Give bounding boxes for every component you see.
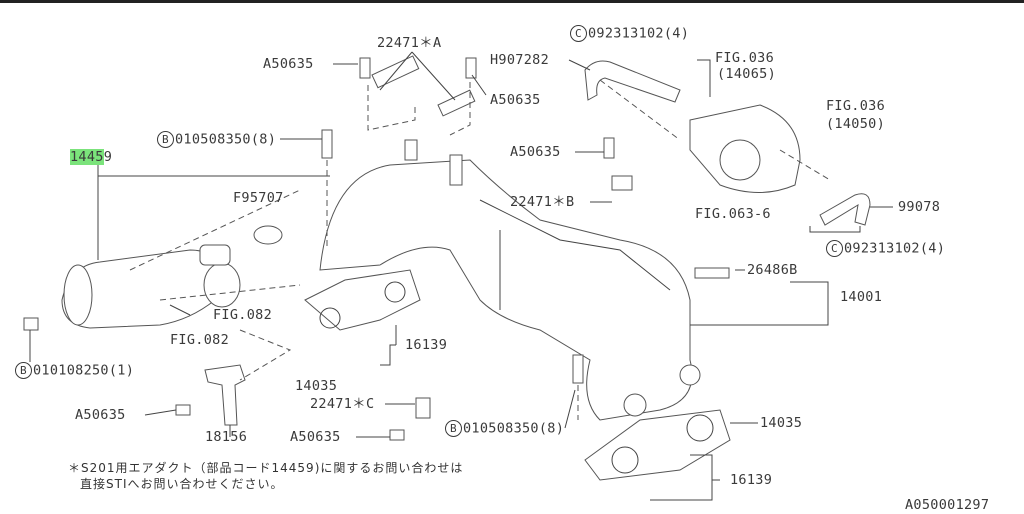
clamp-part[interactable]: [253, 225, 283, 245]
label-14035[interactable]: 14035: [760, 415, 803, 431]
label-text: 092313102(4): [588, 25, 690, 42]
label-22471c[interactable]: 22471＊C: [310, 396, 375, 412]
top-bar: [0, 0, 1024, 3]
marker-b: B: [157, 131, 174, 148]
label-text: 010508350(8): [463, 420, 565, 437]
diagram-id: A050001297: [905, 497, 990, 513]
hose-h907282[interactable]: [584, 60, 681, 103]
label-fig036[interactable]: FIG.036: [826, 98, 885, 114]
label-a50635[interactable]: A50635: [263, 56, 314, 72]
label-99078[interactable]: 99078: [898, 199, 941, 215]
label-a50635[interactable]: A50635: [75, 407, 126, 423]
label-fig036[interactable]: FIG.036: [715, 50, 774, 66]
connector-22471c[interactable]: [415, 397, 431, 419]
connector-22471a-2[interactable]: [437, 89, 476, 117]
label-fig063[interactable]: FIG.063-6: [695, 206, 771, 222]
label-text: 010108250(1): [33, 362, 135, 379]
label-a50635[interactable]: A50635: [510, 144, 561, 160]
bracket-18156[interactable]: [204, 364, 246, 426]
label-14050[interactable]: (14050): [826, 116, 885, 132]
label-text: 9: [103, 149, 113, 165]
gasket-14035-right[interactable]: [584, 409, 731, 481]
connector-22471b[interactable]: [611, 175, 633, 191]
label-text: 010508350(8): [175, 131, 277, 148]
hose-99078[interactable]: [819, 193, 871, 226]
air-duct-part[interactable]: [61, 244, 241, 329]
label-text: 092313102(4): [844, 240, 946, 257]
label-a50635[interactable]: A50635: [490, 92, 541, 108]
label-h907282[interactable]: H907282: [490, 52, 549, 68]
label-22471a[interactable]: 22471＊A: [377, 35, 442, 51]
label-f95707[interactable]: F95707: [233, 190, 284, 206]
label-14065[interactable]: (14065): [717, 66, 776, 82]
marker-b: B: [15, 362, 32, 379]
label-a50635[interactable]: A50635: [290, 429, 341, 445]
label-fig082[interactable]: FIG.082: [213, 307, 272, 323]
highlighted-part-number: 1445: [70, 149, 104, 165]
label-16139[interactable]: 16139: [730, 472, 773, 488]
label-22471b[interactable]: 22471＊B: [510, 194, 575, 210]
label-14459[interactable]: 14459: [70, 149, 113, 165]
marker-c: C: [570, 25, 587, 42]
intake-manifold-part[interactable]: [319, 139, 701, 421]
label-16139[interactable]: 16139: [405, 337, 448, 353]
note-line-2: 直接STIへお問い合わせください。: [80, 477, 284, 491]
label-fig082[interactable]: FIG.082: [170, 332, 229, 348]
marker-c: C: [826, 240, 843, 257]
note-line-1: ＊S201用エアダクト（部品コード14459)に関するお問い合わせは: [68, 461, 464, 475]
label-18156[interactable]: 18156: [205, 429, 248, 445]
sensor-26486b[interactable]: [694, 267, 730, 279]
throttle-body-part[interactable]: [689, 104, 801, 193]
marker-b: B: [445, 420, 462, 437]
gasket-14035-left[interactable]: [304, 269, 421, 331]
label-14001[interactable]: 14001: [840, 289, 883, 305]
label-26486b[interactable]: 26486B: [747, 262, 798, 278]
label-14035[interactable]: 14035: [295, 378, 338, 394]
